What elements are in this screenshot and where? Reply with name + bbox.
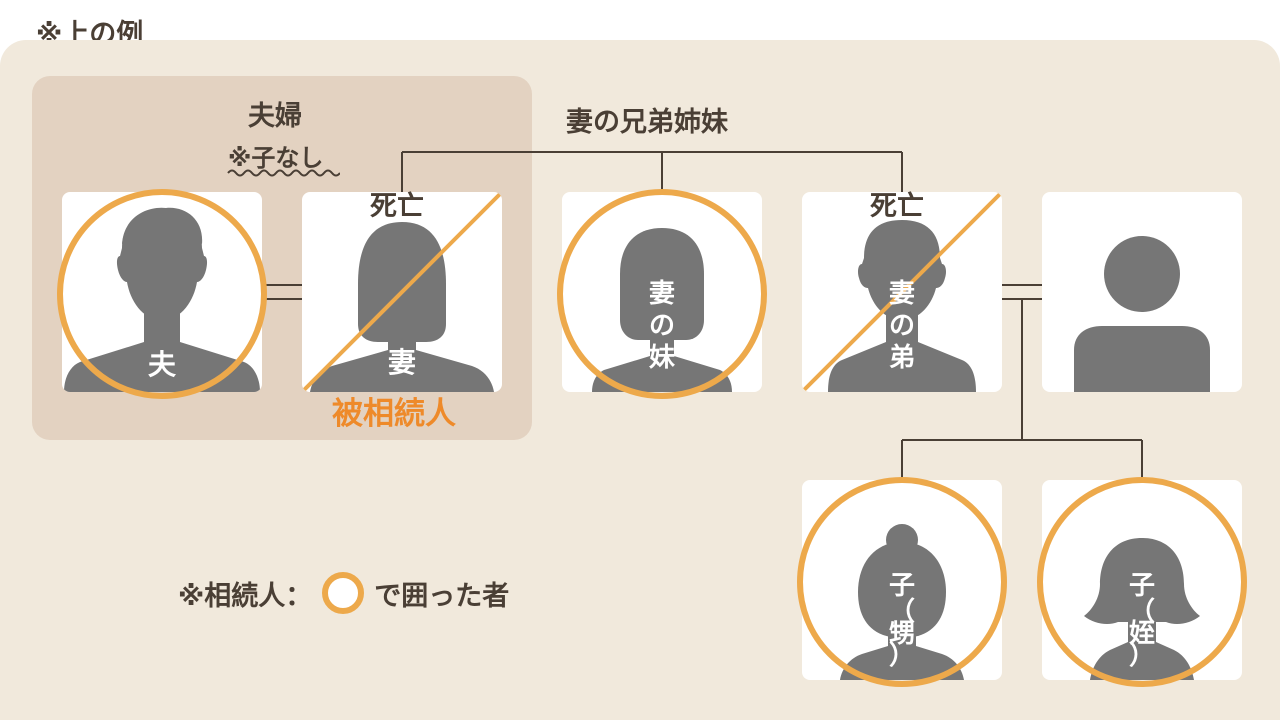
wife-brother-name: 妻の弟: [889, 279, 915, 373]
nephew-card: 子（甥）: [802, 480, 1002, 680]
man-silhouette-icon: 妻の弟: [802, 192, 1002, 392]
wife-sister-card: 妻の妹: [562, 192, 762, 392]
woman-silhouette-icon: 妻の妹: [592, 228, 732, 392]
woman-silhouette-icon: 妻: [302, 192, 502, 392]
husband-card: 夫: [62, 192, 262, 392]
legend-prefix: ※相続人：: [178, 580, 313, 612]
wife-brother-status-deceased: 死亡: [870, 191, 924, 222]
no-child-note: ※子なし: [228, 144, 324, 172]
husband-name: 夫: [148, 348, 177, 381]
man-silhouette-icon: 夫: [64, 207, 260, 392]
woman-silhouette-icon: 子（甥）: [840, 524, 964, 680]
wife-card: 妻: [302, 192, 502, 392]
nephew-name: 子（甥）: [889, 571, 915, 671]
siblings-heading: 妻の兄弟姉妹: [566, 107, 728, 138]
brother-spouse-card: [1042, 192, 1242, 392]
legend: ※相続人： で囲った者: [178, 572, 509, 614]
squiggle-underline: [227, 169, 340, 177]
wife-name: 妻: [388, 346, 416, 379]
niece-card: 子（姪）: [1042, 480, 1242, 680]
wife-sister-name: 妻の妹: [649, 279, 675, 373]
person-icon: [1074, 236, 1210, 392]
niece-name: 子（姪）: [1129, 571, 1155, 671]
legend-suffix: で囲った者: [374, 580, 510, 612]
deceased-slash: [302, 192, 502, 392]
wife-status-deceased: 死亡: [370, 191, 424, 222]
ring-icon: [322, 572, 365, 614]
deceased-slash: [802, 192, 1002, 392]
decedent-label: 被相続人: [332, 396, 456, 432]
woman-silhouette-icon: 子（姪）: [1084, 538, 1200, 680]
couple-heading: 夫婦: [248, 101, 302, 132]
wife-brother-card: 妻の弟: [802, 192, 1002, 392]
